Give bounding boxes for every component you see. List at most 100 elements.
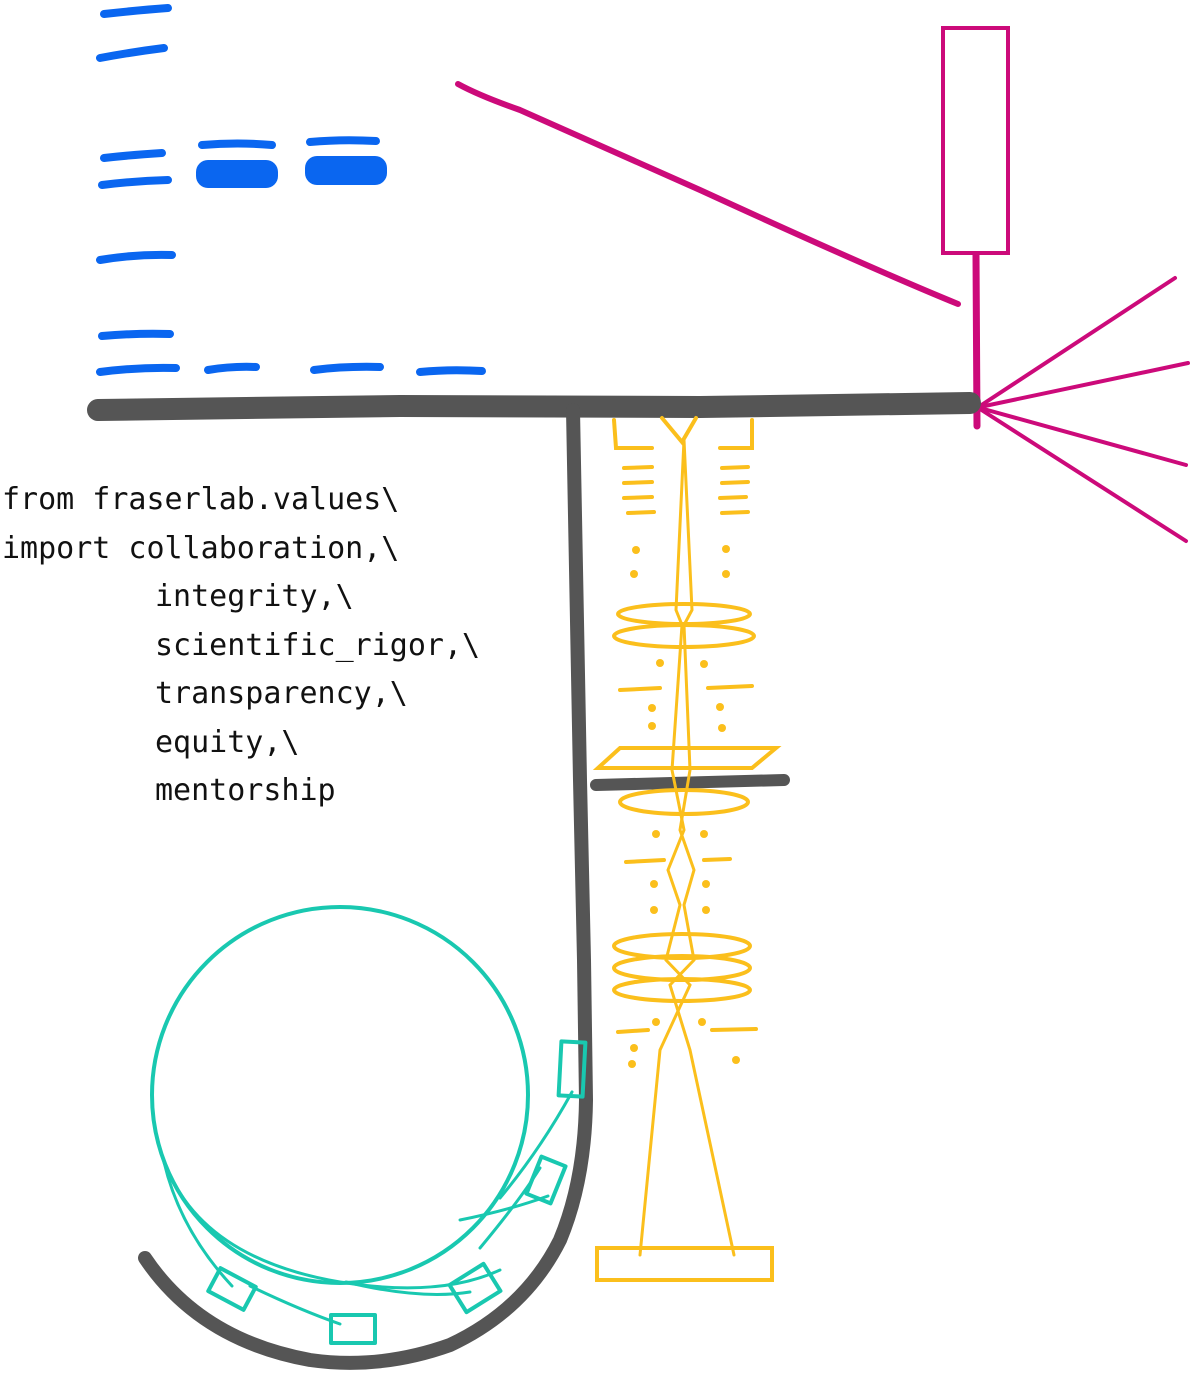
beamline xyxy=(344,1280,472,1296)
dot xyxy=(632,546,640,554)
horizontal-bar xyxy=(87,392,981,421)
lens xyxy=(618,788,750,816)
aperture-left xyxy=(612,418,654,450)
beamline xyxy=(168,1173,502,1290)
code-text: from fraserlab.values\ xyxy=(2,482,400,517)
code-line: transparency,\ xyxy=(2,670,480,719)
gel-band xyxy=(204,362,260,374)
dot xyxy=(702,880,710,888)
aperture xyxy=(618,686,662,692)
aperture xyxy=(702,857,732,862)
dot xyxy=(716,703,724,711)
dot xyxy=(700,830,708,838)
beamline xyxy=(248,1284,342,1326)
tick xyxy=(720,510,750,515)
end-station xyxy=(556,1039,588,1099)
dot xyxy=(722,545,730,553)
tick xyxy=(720,480,750,485)
code-text: scientific_rigor,\ xyxy=(155,627,481,663)
gel-bands-icon xyxy=(96,4,486,376)
dot xyxy=(630,1044,638,1052)
code-line: equity,\ xyxy=(2,719,480,768)
dot xyxy=(648,722,656,730)
dot xyxy=(650,906,658,914)
beam-ray xyxy=(668,438,736,1257)
scatter-ray xyxy=(978,276,1177,408)
x-ray-beamline-icon xyxy=(455,26,1190,543)
dot xyxy=(630,570,638,578)
code-text: equity,\ xyxy=(155,724,300,760)
gel-band-thick xyxy=(196,160,278,188)
aperture-right xyxy=(718,418,754,450)
dot xyxy=(722,570,730,578)
dot xyxy=(628,1060,636,1068)
scatter-ray xyxy=(978,361,1190,409)
dot xyxy=(698,1018,706,1026)
gel-band xyxy=(310,362,384,374)
code-text: integrity,\ xyxy=(155,579,354,614)
gel-bands-thick xyxy=(196,156,387,188)
dot xyxy=(652,1018,660,1026)
dot xyxy=(648,704,656,712)
tick xyxy=(622,495,654,500)
tick xyxy=(720,465,750,470)
electron-microscope-column-icon xyxy=(592,416,782,1282)
structure xyxy=(87,392,981,1370)
code-line: integrity,\ xyxy=(2,573,480,622)
gel-band xyxy=(100,4,172,18)
code-line: from fraserlab.values\ xyxy=(2,476,480,525)
end-station xyxy=(329,1313,377,1345)
dot xyxy=(718,724,726,732)
laser-beam xyxy=(455,81,961,307)
synchrotron-ring-icon xyxy=(150,905,588,1345)
beamline xyxy=(162,1160,234,1288)
gel-band xyxy=(198,139,276,149)
code-text: mentorship xyxy=(155,773,336,808)
lens xyxy=(612,623,756,649)
gel-band xyxy=(306,136,380,146)
dot xyxy=(732,1056,740,1064)
aperture xyxy=(710,1027,758,1032)
aperture xyxy=(616,1028,650,1034)
dot xyxy=(652,830,660,838)
gel-band xyxy=(98,329,174,340)
scatter-ray xyxy=(978,406,1188,467)
tick xyxy=(718,495,748,500)
gel-band xyxy=(96,363,180,376)
detector xyxy=(595,1246,774,1282)
emitter xyxy=(660,416,698,446)
end-station xyxy=(447,1261,503,1315)
beamline xyxy=(498,1090,574,1200)
vertical-stem xyxy=(138,403,593,1370)
x-ray-source xyxy=(941,26,1010,255)
lens xyxy=(612,977,752,1003)
lens xyxy=(616,602,752,626)
code-line: scientific_rigor,\ xyxy=(2,622,480,671)
scatter-ray xyxy=(978,407,1188,543)
gel-band xyxy=(96,250,176,264)
microscope-dots xyxy=(628,545,740,1068)
gel-band xyxy=(98,176,172,189)
end-station xyxy=(206,1266,258,1312)
dot xyxy=(700,660,708,668)
gel-band-thick xyxy=(305,156,387,185)
tick xyxy=(622,465,654,470)
dot xyxy=(650,880,658,888)
beam-ray xyxy=(638,438,692,1257)
code-line: import collaboration,\ xyxy=(2,525,480,574)
dot xyxy=(702,906,710,914)
tick xyxy=(622,480,654,485)
aperture xyxy=(624,858,666,864)
code-text: transparency,\ xyxy=(155,676,408,711)
code-line: mentorship xyxy=(2,767,480,816)
gel-band xyxy=(100,149,166,162)
specimen-stage xyxy=(592,746,782,770)
code-text: import collaboration,\ xyxy=(2,530,400,566)
gel-band xyxy=(416,366,486,376)
end-station xyxy=(524,1154,568,1206)
dot xyxy=(656,659,664,667)
short-bar xyxy=(590,774,790,791)
gel-band xyxy=(96,44,168,62)
aperture xyxy=(706,684,754,690)
